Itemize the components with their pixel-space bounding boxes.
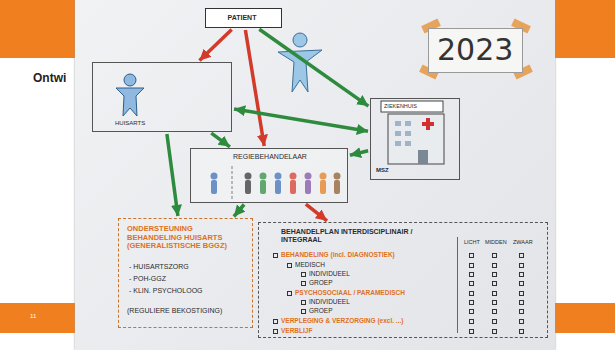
arrow-connector [167,134,178,216]
node-text: LICHT [464,239,480,245]
checkbox [492,319,497,324]
checkbox [519,272,524,277]
node-text: VERPLEGING & VERZORGING (excl. ...) [281,317,403,324]
node-text: HUISARTS [115,120,145,127]
node-text: PSYCHOSOCIAAL / PARAMEDISCH [295,289,405,296]
checkbox [492,329,497,334]
node-text: BEHANDELPLAN INTERDISCIPLINAIR / INTEGRA… [281,228,451,244]
node-text: MSZ [376,167,389,174]
arrow-connector [259,29,368,106]
checkbox [301,272,306,277]
checkbox [469,300,474,305]
checkbox [492,300,497,305]
node-text: MIDDEN [485,239,507,245]
node-text: ONDERSTEUNING BEHANDELING HUISARTS (GENE… [127,225,245,251]
checkbox [301,300,306,305]
checkbox [492,281,497,286]
arrow-connector [350,151,368,156]
checkbox [492,253,497,258]
coordinator-box: REGIEBEHANDELAAR [190,148,348,203]
patient-figure [278,33,322,92]
node-text: MEDISCH [295,261,325,268]
year-note: 2023 [428,28,523,73]
checkbox [469,281,474,286]
checkbox [287,291,292,296]
checkbox [469,253,474,258]
node-text: VERBLIJF [281,327,312,334]
arrow-connector [211,133,230,147]
node-text: REGIEBEHANDELAAR [233,153,307,161]
arrow-connector [306,204,327,221]
arrow-connector [234,205,244,217]
checkbox [519,263,524,268]
checkbox [273,253,278,258]
checkbox [492,263,497,268]
node-text: - POH-GGZ [129,275,166,283]
gp-box: HUISARTS [92,62,232,132]
checkbox [469,309,474,314]
patient-banner: PATIENT [205,8,282,28]
checkbox [469,263,474,268]
checkbox [301,309,306,314]
checkbox [273,319,278,324]
checkbox [492,272,497,277]
node-text: - HUISARTSZORG [129,263,189,271]
arrow-connector [234,109,368,131]
checkbox [301,281,306,286]
checkbox [492,309,497,314]
checkbox [519,319,524,324]
hospital-building [381,101,444,164]
node-text: ZWAAR [513,239,533,245]
checkbox [519,291,524,296]
treatment-plan-box: BEHANDELPLAN INTERDISCIPLINAIR / INTEGRA… [258,222,548,338]
checkbox [519,309,524,314]
column-divider [457,237,458,333]
checkbox [519,329,524,334]
support-box: ONDERSTEUNING BEHANDELING HUISARTS (GENE… [118,218,253,328]
slide-title: Ontwi [33,72,66,86]
node-text: GROEP [309,307,332,314]
node-text: INDIVIDUEEL [309,298,350,305]
node-text: INDIVIDUEEL [309,270,350,277]
node-text: BEHANDELING (incl. DIAGNOSTIEK) [281,251,395,258]
gp-figure [116,74,144,116]
arrow-connector [245,30,264,146]
checkbox [469,272,474,277]
node-text: (REGULIERE BEKOSTIGING) [127,307,222,315]
checkbox [519,300,524,305]
checkbox [287,263,292,268]
arrow-connector [200,29,232,60]
node-text: - KLIN. PSYCHOLOOG [129,287,203,295]
node-text: PATIENT [206,14,278,22]
node-text: GROEP [309,279,332,286]
checkbox [519,253,524,258]
hospital-box: ZIEKENHUIS MSZ [370,98,460,180]
node-text: 2023 [437,33,513,68]
checkbox [469,319,474,324]
checkbox [469,329,474,334]
checkbox [519,281,524,286]
node-text: ZIEKENHUIS [384,103,417,109]
checkbox [492,291,497,296]
page-number: 11 [30,313,36,320]
checkbox [273,329,278,334]
checkbox [469,291,474,296]
